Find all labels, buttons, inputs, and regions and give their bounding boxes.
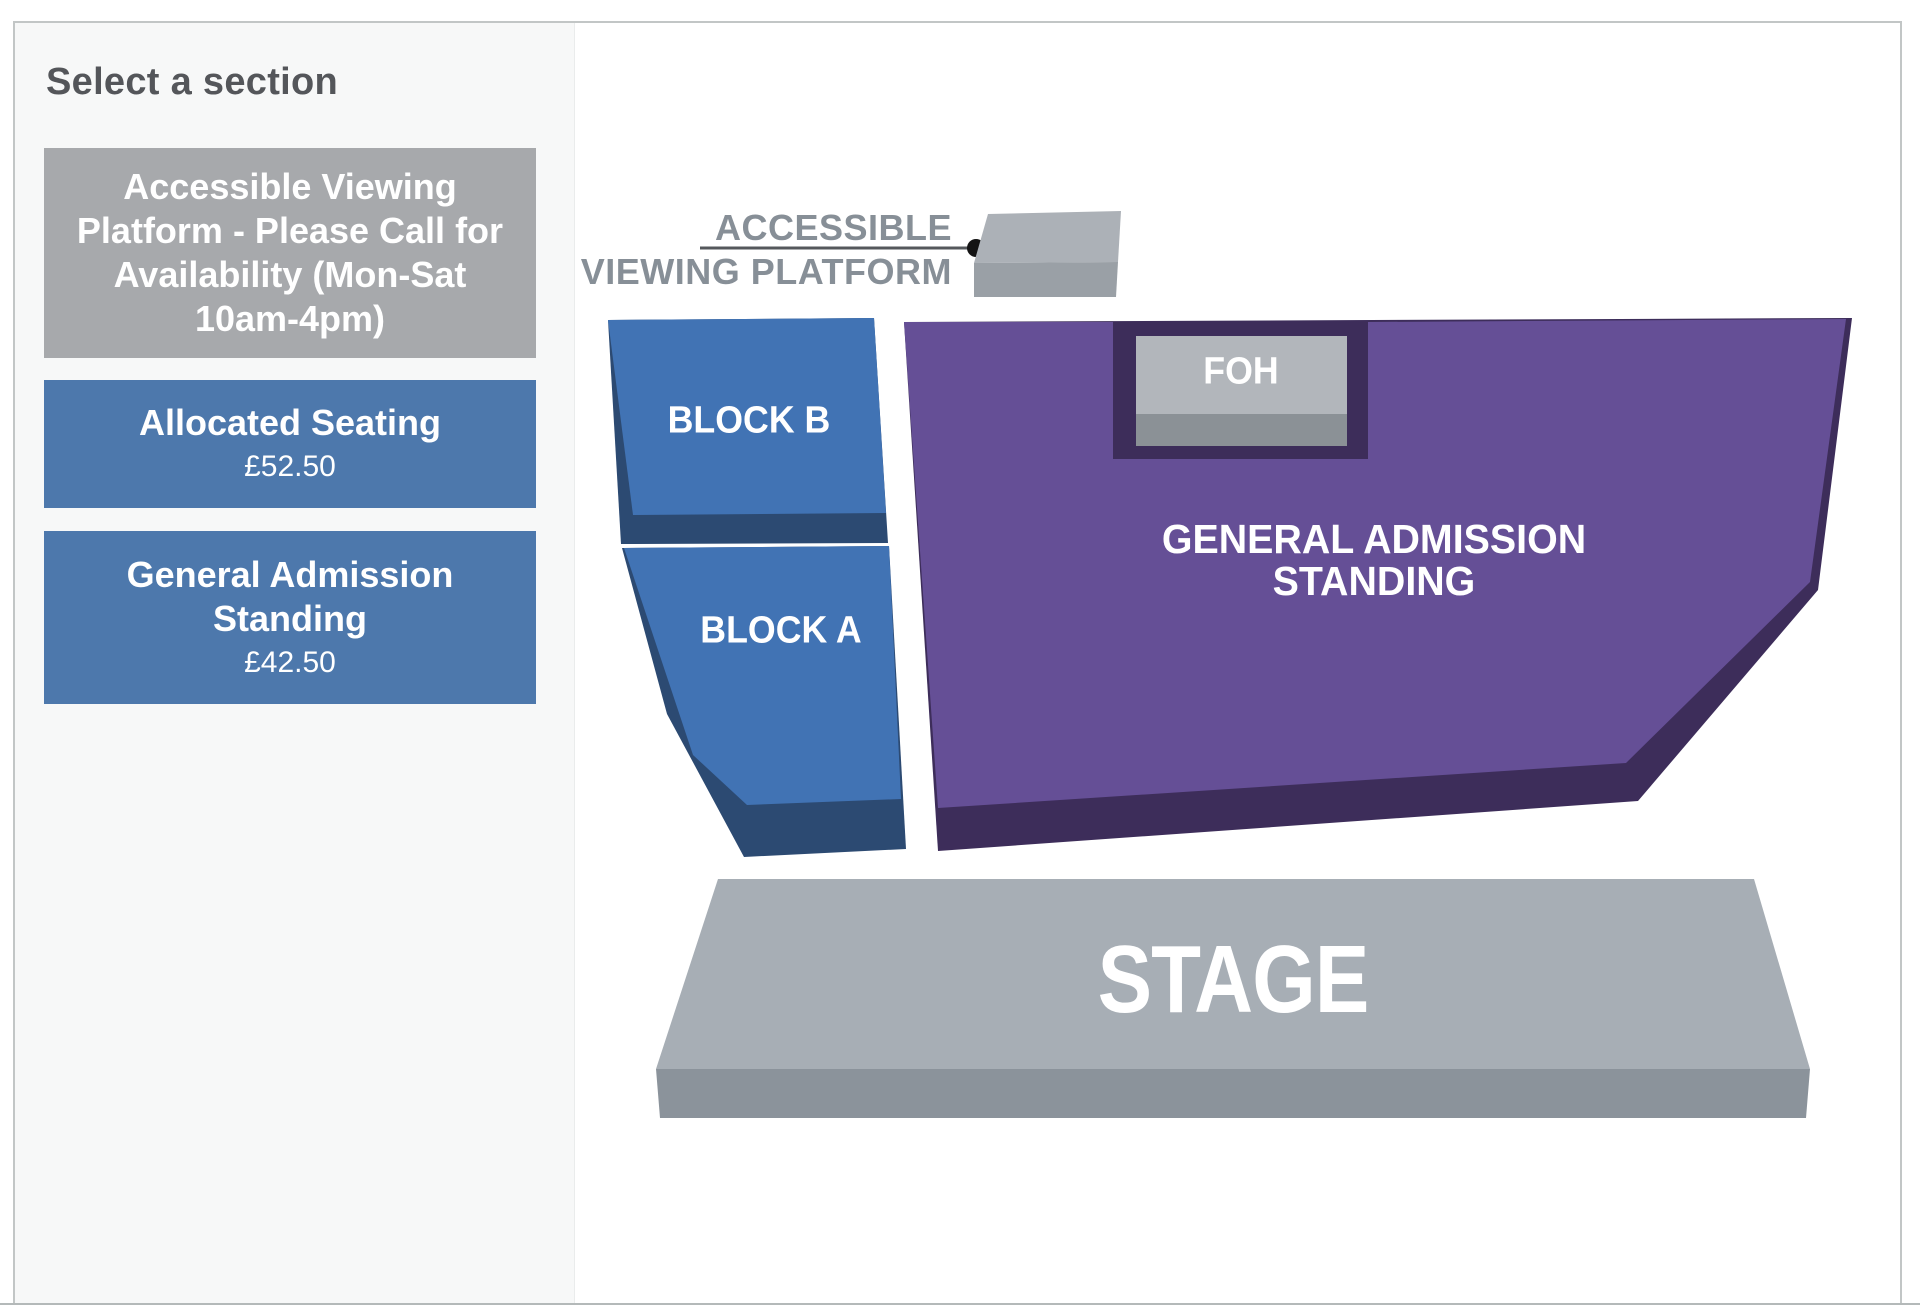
page-title: Select a section	[46, 61, 339, 103]
block-b-label: BLOCK B	[667, 399, 831, 442]
foh-front	[1136, 414, 1347, 446]
section-button-accessible-viewing-platform[interactable]: Accessible Viewing Platform - Please Cal…	[44, 148, 536, 358]
section-button-label: Accessible Viewing Platform - Please Cal…	[76, 166, 504, 339]
accessible-platform-label: ACCESSIBLE VIEWING PLATFORM	[581, 206, 952, 294]
bottom-divider	[0, 1303, 1920, 1305]
accessible-platform-shape[interactable]	[974, 211, 1121, 263]
accessible-platform-label-line2: VIEWING PLATFORM	[580, 251, 952, 292]
content-frame	[13, 21, 1902, 1303]
block-a-label: BLOCK A	[700, 609, 862, 652]
general-admission-label: GENERAL ADMISSION STANDING	[1162, 518, 1586, 602]
section-button-general-admission[interactable]: General Admission Standing £42.50	[44, 531, 536, 704]
section-button-price: £42.50	[244, 645, 336, 679]
stage-label: STAGE	[1097, 926, 1370, 1033]
foh-shape	[1136, 336, 1347, 414]
accessible-platform-front[interactable]	[974, 262, 1118, 297]
block-a-shape[interactable]	[624, 546, 901, 805]
section-sidebar: Select a section Accessible Viewing Plat…	[15, 23, 575, 1303]
section-button-price: £52.50	[244, 450, 336, 483]
foh-label: FOH	[1203, 350, 1279, 393]
general-admission-label-line2: STANDING	[1272, 558, 1476, 604]
section-button-label: General Admission Standing	[126, 553, 454, 639]
accessible-platform-label-line1: ACCESSIBLE	[714, 207, 952, 248]
block-b-shape[interactable]	[608, 318, 886, 515]
stage-shape	[656, 879, 1810, 1069]
general-admission-shape[interactable]	[904, 319, 1846, 808]
stage-front	[656, 1069, 1810, 1118]
section-button-allocated-seating[interactable]: Allocated Seating £52.50	[44, 380, 536, 508]
general-admission-label-line1: GENERAL ADMISSION	[1161, 516, 1587, 562]
section-button-label: Allocated Seating	[138, 402, 442, 443]
